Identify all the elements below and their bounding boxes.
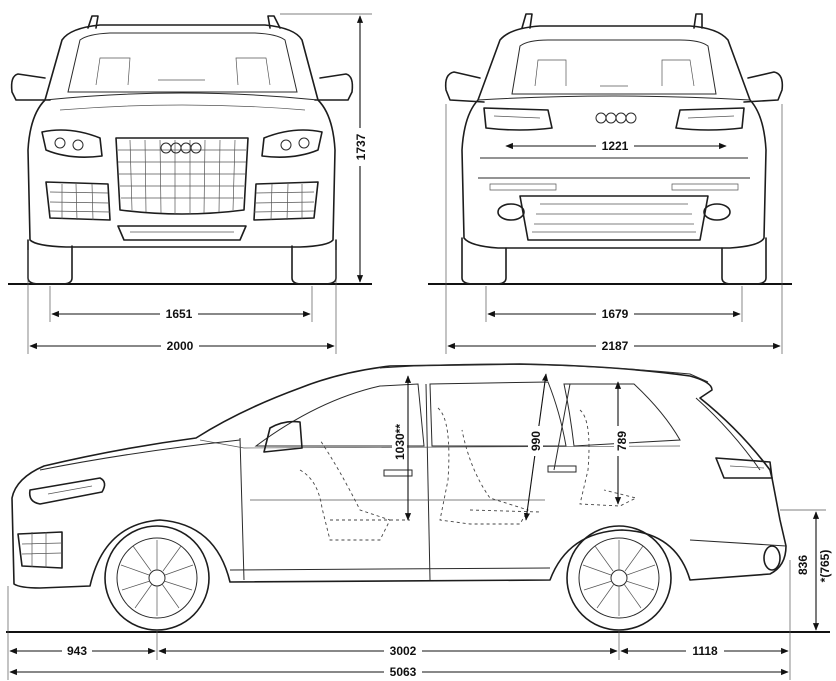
overall-width-mirrors-label: 2187	[602, 339, 629, 353]
rear-dimensions: 1221 1679 2187	[445, 104, 783, 354]
front-overhang-label: 943	[67, 644, 87, 658]
load-height-label: 836	[796, 555, 810, 575]
front-overall-width-label: 2000	[167, 339, 194, 353]
third-row-headroom-label: 789	[615, 431, 629, 451]
front-wheel	[104, 525, 210, 631]
front-headroom-label: 1030**	[393, 424, 407, 460]
rear-view	[428, 13, 792, 285]
front-track-width-label: 1651	[166, 307, 193, 321]
rear-headroom-label: 990	[529, 431, 543, 451]
front-dimensions: 1651 2000 1737	[27, 13, 372, 354]
overall-length-label: 5063	[390, 665, 417, 679]
front-view	[8, 15, 372, 285]
rear-overhang-label: 1118	[692, 644, 718, 658]
rear-track-width-label: 1679	[602, 307, 629, 321]
side-length-dimensions: 943 3002 1118 5063	[7, 560, 791, 680]
load-height-alt-label: *(765)	[818, 550, 832, 583]
side-view	[6, 363, 830, 633]
boot-opening-label: 1221	[602, 139, 629, 153]
load-height-dimension: 836 *(765)	[780, 509, 832, 631]
height-label: 1737	[354, 133, 368, 160]
side-interior-dimensions: 1030** 990 789	[392, 373, 629, 521]
wheelbase-label: 3002	[390, 644, 417, 658]
rear-wheel	[566, 525, 672, 631]
